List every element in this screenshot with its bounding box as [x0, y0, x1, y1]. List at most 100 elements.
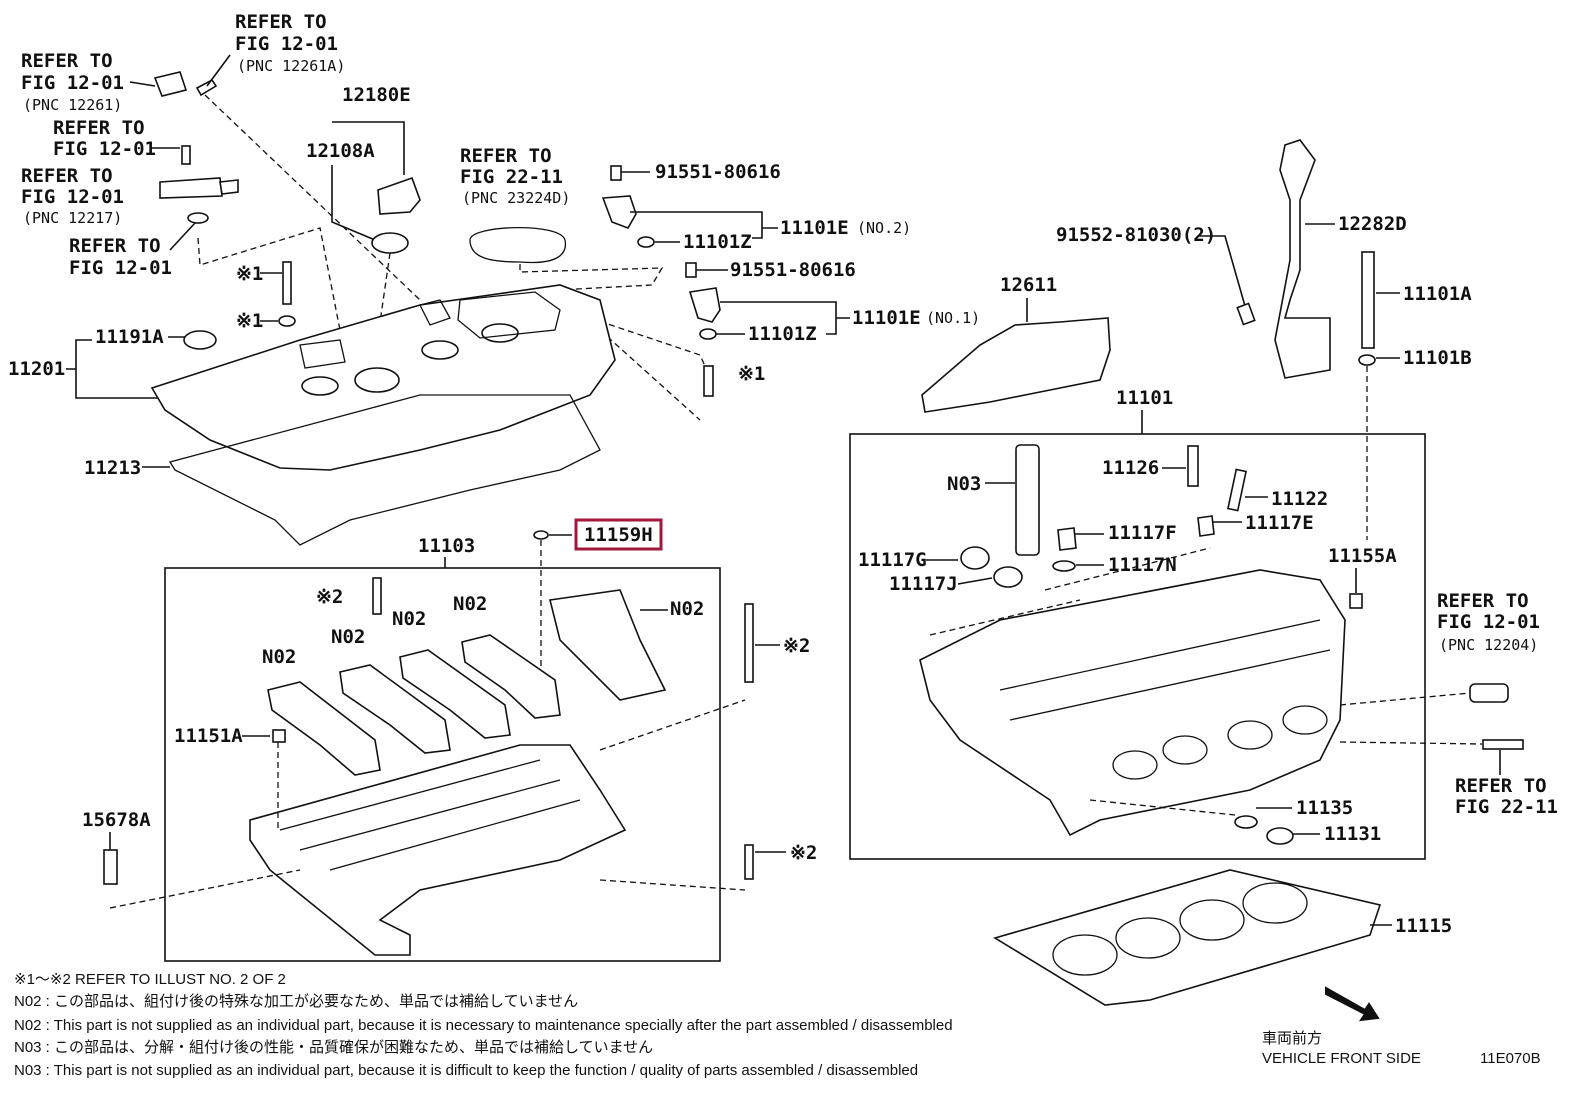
assembly-box [849, 433, 1426, 860]
part-number-11117G[interactable]: 11117G [858, 549, 927, 571]
refer-label[interactable]: REFER TO [53, 117, 145, 139]
refer-fig-label[interactable]: FIG 22-11 [1455, 796, 1558, 818]
part-number-11117F[interactable]: 11117F [1108, 522, 1177, 544]
refer-pnc-label: (PNC 23224D) [462, 189, 570, 207]
part-number-11115[interactable]: 11115 [1395, 915, 1452, 937]
refer-label[interactable]: REFER TO [21, 50, 113, 72]
n03-label[interactable]: N03 [947, 473, 981, 495]
mark-ref-2[interactable]: ※2 [316, 586, 343, 608]
cap-gasket-icon [371, 232, 409, 254]
part-number-11191A[interactable]: 11191A [95, 326, 164, 348]
head-gasket-icon [993, 869, 1382, 1006]
refer-fig-label[interactable]: FIG 12-01 [21, 72, 124, 94]
refer-fig-label[interactable]: FIG 22-11 [460, 166, 563, 188]
part-number-11159H[interactable]: 11159H [584, 524, 653, 546]
bearing-cap-icon [461, 634, 561, 719]
part-number-11101[interactable]: 11101 [1116, 387, 1173, 409]
head-rib-lines [999, 619, 1331, 721]
n02-label[interactable]: N02 [392, 608, 426, 630]
cover-flange-icon [457, 291, 561, 339]
refer-label[interactable]: REFER TO [21, 165, 113, 187]
part-number-11101A[interactable]: 11101A [1403, 283, 1472, 305]
footnote-line: N03 : この部品は、分解・組付け後の性能・品質確保が困難なため、単品では補給… [14, 1038, 653, 1056]
cover-oil-port-icon [354, 367, 400, 393]
refer-label[interactable]: REFER TO [1455, 775, 1547, 797]
dashed-leader [197, 227, 341, 331]
part-number-12611[interactable]: 12611 [1000, 274, 1057, 296]
part-number-11101B[interactable]: 11101B [1403, 347, 1472, 369]
mark-ref-1[interactable]: ※1 [236, 263, 263, 285]
part-number-11126[interactable]: 11126 [1102, 457, 1159, 479]
mark-ref-1[interactable]: ※1 [236, 310, 263, 332]
part-number-91552-81030[interactable]: 91552-81030(2) [1056, 224, 1216, 246]
refer-label[interactable]: REFER TO [460, 145, 552, 167]
dashed-leader [589, 317, 706, 421]
part-number-15678A[interactable]: 15678A [82, 809, 151, 831]
footnote-line: N03 : This part is not supplied as an in… [14, 1062, 918, 1079]
leader-line [331, 165, 376, 241]
plug-part-icon [960, 546, 990, 570]
part-number-11213[interactable]: 11213 [84, 457, 141, 479]
sensor-part-icon [688, 287, 721, 323]
gasket-bore-icon [1179, 899, 1245, 941]
part-number-12282D[interactable]: 12282D [1338, 213, 1407, 235]
bracket-line [332, 121, 405, 175]
guide-sleeve-icon [1015, 444, 1040, 556]
highlight-group-11159H: 11159H [533, 518, 663, 690]
part-number-91551-80616[interactable]: 91551-80616 [730, 259, 856, 281]
mark-ref-2[interactable]: ※2 [783, 635, 810, 657]
bearing-cap-icon [339, 664, 451, 754]
refer-fig-label[interactable]: FIG 12-01 [235, 33, 338, 55]
bolt-part-icon [1236, 302, 1256, 326]
part-number-12180E[interactable]: 12180E [342, 84, 411, 106]
oring-part-icon [637, 236, 655, 248]
leader-line [957, 577, 993, 585]
part-number-11103[interactable]: 11103 [418, 535, 475, 557]
part-number-11151A[interactable]: 11151A [174, 725, 243, 747]
head-port-icon [1162, 735, 1208, 765]
mark-ref-1[interactable]: ※1 [738, 363, 765, 385]
plug-part-icon [1057, 527, 1077, 551]
bolt-part-icon [744, 603, 754, 683]
refer-label[interactable]: REFER TO [235, 11, 327, 33]
dowel-part-icon [272, 729, 286, 743]
part-number-11101E[interactable]: 11101E [780, 217, 849, 239]
n02-label[interactable]: N02 [262, 646, 296, 668]
refer-fig-label[interactable]: FIG 12-01 [69, 257, 172, 279]
assembly-box [164, 567, 721, 962]
part-number-11122[interactable]: 11122 [1271, 488, 1328, 510]
part-number-11155A[interactable]: 11155A [1328, 545, 1397, 567]
bolt-part-icon [372, 577, 382, 615]
sensor-part-icon [1469, 683, 1509, 703]
part-number-11201[interactable]: 11201 [8, 358, 65, 380]
part-number-11117E[interactable]: 11117E [1245, 512, 1314, 534]
refer-label[interactable]: REFER TO [1437, 590, 1529, 612]
part-number-11101Z[interactable]: 11101Z [683, 231, 752, 253]
mark-ref-2[interactable]: ※2 [790, 842, 817, 864]
part-number-91551-80616[interactable]: 91551-80616 [655, 161, 781, 183]
refer-label[interactable]: REFER TO [69, 235, 161, 257]
part-number-12108A[interactable]: 12108A [306, 140, 375, 162]
n02-label[interactable]: N02 [453, 593, 487, 615]
dashed-leader [1339, 692, 1471, 706]
refer-fig-label[interactable]: FIG 12-01 [21, 186, 124, 208]
camshaft-housing-body-icon [249, 744, 627, 956]
part-number-11131[interactable]: 11131 [1324, 823, 1381, 845]
gasket-bore-icon [1052, 934, 1118, 976]
part-number-11135[interactable]: 11135 [1296, 797, 1353, 819]
part-number-11101E[interactable]: 11101E [852, 307, 921, 329]
cylinder-head-body-icon [919, 569, 1346, 837]
cover-port-icon [301, 376, 339, 396]
sensor-part-icon [159, 177, 223, 199]
bolt-part-icon [744, 844, 754, 880]
refer-fig-label[interactable]: FIG 12-01 [1437, 611, 1540, 633]
part-number-11117J[interactable]: 11117J [889, 573, 958, 595]
n02-label[interactable]: N02 [670, 598, 704, 620]
n02-label[interactable]: N02 [331, 626, 365, 648]
part-number-11101Z[interactable]: 11101Z [748, 323, 817, 345]
refer-fig-label[interactable]: FIG 12-01 [53, 138, 156, 160]
cover-boss-icon [299, 339, 346, 369]
bolt-part-icon [610, 165, 622, 181]
bearing-cap-icon [267, 681, 381, 776]
refer-pnc-label: (PNC 12204) [1439, 636, 1538, 654]
